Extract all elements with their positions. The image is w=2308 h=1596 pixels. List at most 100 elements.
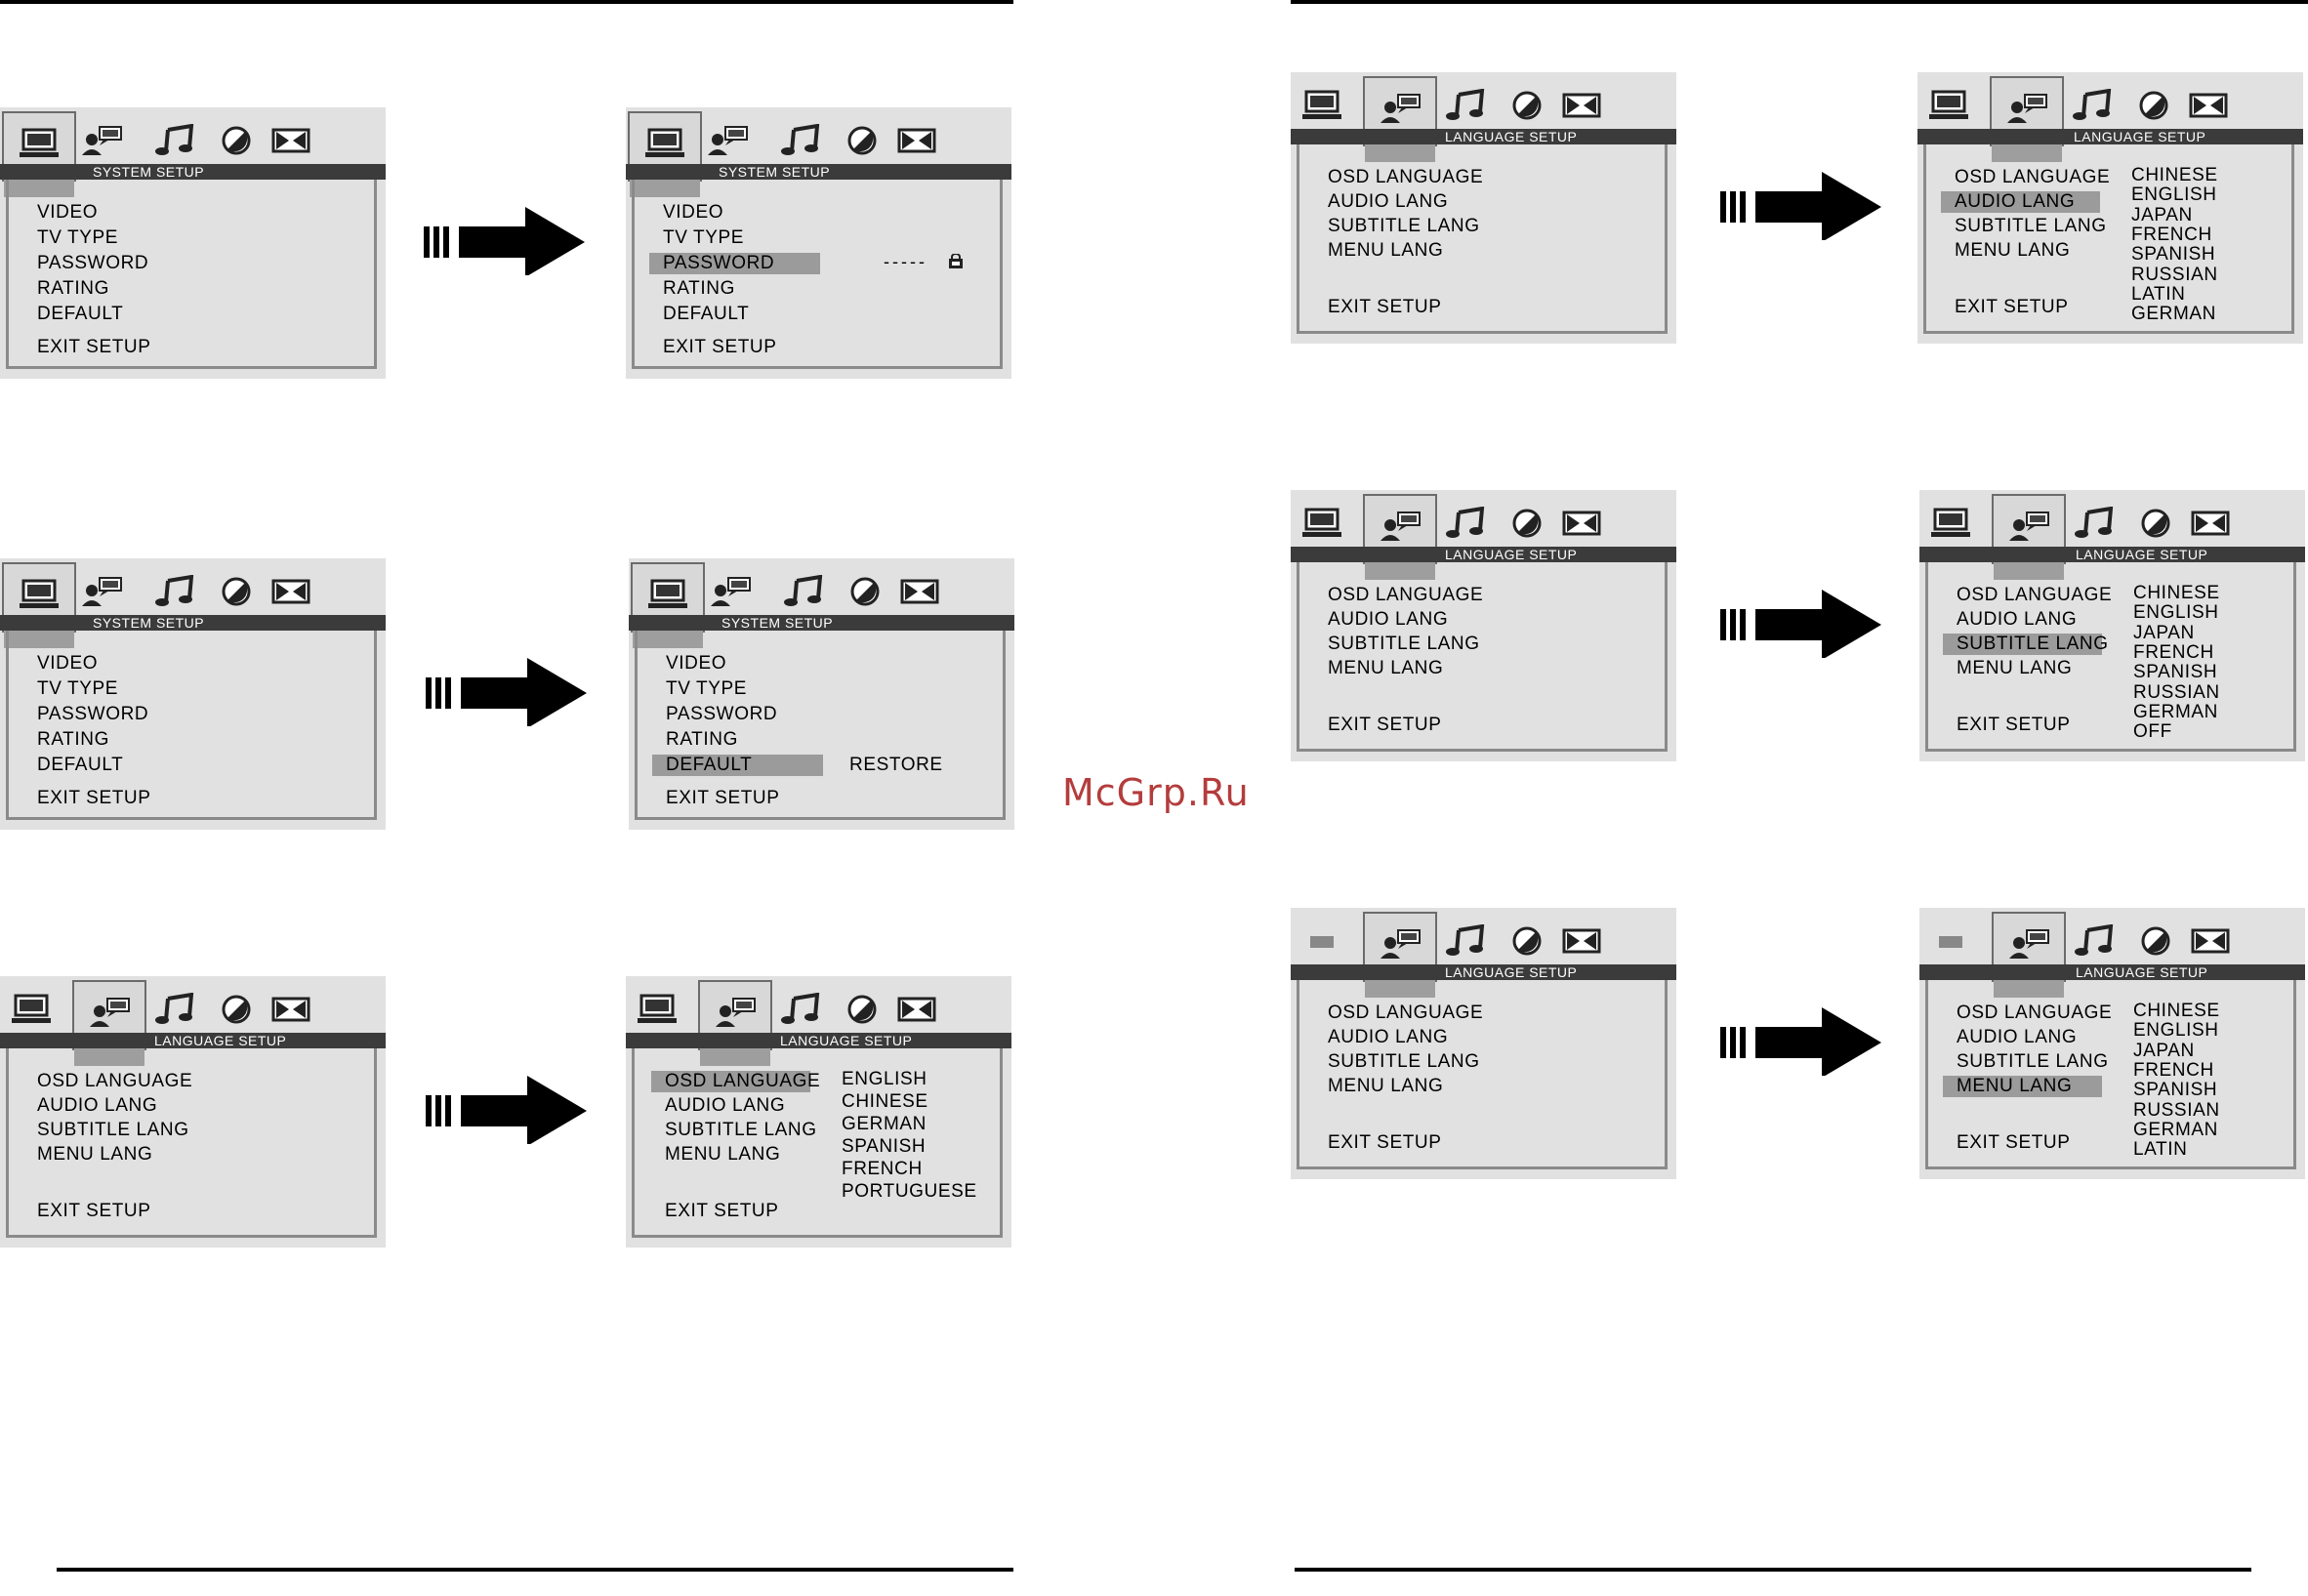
menu-item-osd-language[interactable]: OSD LANGUAGE — [1957, 585, 2113, 605]
menu-item-osd-language[interactable]: OSD LANGUAGE — [665, 1071, 821, 1091]
tab-speaker[interactable] — [262, 982, 320, 1043]
tab-contrast[interactable] — [207, 113, 266, 174]
tab-speaker[interactable] — [1552, 496, 1611, 556]
menu-item-default[interactable]: DEFAULT — [663, 304, 750, 324]
tab-monitor[interactable] — [1921, 914, 1980, 974]
menu-item-default[interactable]: DEFAULT — [37, 304, 124, 324]
option-french[interactable]: FRENCH — [2133, 641, 2214, 663]
option-german[interactable]: GERMAN — [2133, 701, 2218, 722]
menu-item-rating[interactable]: RATING — [37, 729, 109, 750]
tab-contrast[interactable] — [1498, 914, 1556, 974]
tab-speaker[interactable] — [262, 564, 320, 625]
menu-item-audio-lang[interactable]: AUDIO LANG — [1328, 609, 1449, 630]
menu-item-audio-lang[interactable]: AUDIO LANG — [1955, 191, 2076, 212]
menu-item-subtitle-lang[interactable]: SUBTITLE LANG — [1328, 634, 1480, 654]
menu-item-menu-lang[interactable]: MENU LANG — [1957, 658, 2073, 678]
menu-item-exit-setup[interactable]: EXIT SETUP — [37, 1201, 151, 1221]
option-off[interactable]: OFF — [2133, 721, 2172, 743]
tab-monitor[interactable] — [1293, 78, 1351, 139]
menu-item-audio-lang[interactable]: AUDIO LANG — [1328, 1027, 1449, 1047]
option-german[interactable]: GERMAN — [2133, 1119, 2218, 1140]
menu-item-subtitle-lang[interactable]: SUBTITLE LANG — [37, 1120, 189, 1140]
option-german[interactable]: GERMAN — [2131, 304, 2216, 325]
menu-item-subtitle-lang[interactable]: SUBTITLE LANG — [1328, 1051, 1480, 1072]
menu-item-exit-setup[interactable]: EXIT SETUP — [37, 788, 151, 808]
tab-music-note[interactable] — [2064, 78, 2123, 139]
tab-monitor[interactable] — [628, 982, 686, 1043]
menu-item-password[interactable]: PASSWORD — [663, 253, 775, 273]
tab-monitor[interactable] — [1293, 496, 1351, 556]
option-english[interactable]: ENGLISH — [2133, 1020, 2219, 1042]
menu-item-osd-language[interactable]: OSD LANGUAGE — [1328, 585, 1484, 605]
menu-item-osd-language[interactable]: OSD LANGUAGE — [1957, 1003, 2113, 1023]
tab-contrast[interactable] — [207, 982, 266, 1043]
tab-speaker[interactable] — [2181, 496, 2240, 556]
menu-item-osd-language[interactable]: OSD LANGUAGE — [1328, 1003, 1484, 1023]
menu-item-password[interactable]: PASSWORD — [37, 704, 149, 724]
menu-item-osd-language[interactable]: OSD LANGUAGE — [1955, 167, 2111, 187]
menu-item-password[interactable]: PASSWORD — [37, 253, 149, 273]
tab-contrast[interactable] — [207, 564, 266, 625]
menu-item-subtitle-lang[interactable]: SUBTITLE LANG — [1957, 1051, 2109, 1072]
tab-speaker[interactable] — [887, 113, 946, 174]
tab-speaker[interactable] — [890, 564, 949, 625]
option-german[interactable]: GERMAN — [842, 1114, 927, 1134]
option-russian[interactable]: RUSSIAN — [2133, 681, 2220, 703]
option-russian[interactable]: RUSSIAN — [2133, 1099, 2220, 1121]
menu-item-default[interactable]: DEFAULT — [666, 755, 753, 775]
password-field[interactable]: ----- — [884, 252, 927, 271]
menu-item-exit-setup[interactable]: EXIT SETUP — [666, 788, 780, 808]
tab-music-note[interactable] — [775, 564, 834, 625]
menu-item-exit-setup[interactable]: EXIT SETUP — [1328, 1132, 1442, 1153]
menu-item-exit-setup[interactable]: EXIT SETUP — [663, 337, 777, 357]
option-english[interactable]: ENGLISH — [2131, 184, 2217, 206]
tab-music-note[interactable] — [146, 982, 205, 1043]
option-english[interactable]: ENGLISH — [2133, 602, 2219, 624]
menu-item-menu-lang[interactable]: MENU LANG — [1328, 1076, 1444, 1096]
tab-monitor[interactable] — [2, 982, 61, 1043]
tab-monitor[interactable] — [1919, 78, 1978, 139]
tab-music-note[interactable] — [1437, 914, 1496, 974]
tab-monitor[interactable] — [1293, 914, 1351, 974]
menu-item-exit-setup[interactable]: EXIT SETUP — [1955, 297, 2069, 317]
menu-item-menu-lang[interactable]: MENU LANG — [1957, 1076, 2073, 1096]
menu-item-tv-type[interactable]: TV TYPE — [666, 678, 748, 699]
tab-music-note[interactable] — [1437, 496, 1496, 556]
menu-item-audio-lang[interactable]: AUDIO LANG — [1957, 609, 2078, 630]
tab-speaker[interactable] — [887, 982, 946, 1043]
menu-item-menu-lang[interactable]: MENU LANG — [37, 1144, 153, 1165]
menu-item-tv-type[interactable]: TV TYPE — [37, 678, 119, 699]
tab-user-chat[interactable] — [72, 564, 131, 625]
menu-item-subtitle-lang[interactable]: SUBTITLE LANG — [1957, 634, 2109, 654]
tab-user-chat[interactable] — [701, 564, 760, 625]
option-chinese[interactable]: CHINESE — [842, 1091, 928, 1112]
tab-contrast[interactable] — [1498, 496, 1556, 556]
tab-music-note[interactable] — [146, 113, 205, 174]
menu-item-video[interactable]: VIDEO — [663, 202, 724, 223]
option-russian[interactable]: RUSSIAN — [2131, 264, 2218, 285]
option-spanish[interactable]: SPANISH — [842, 1136, 927, 1157]
option-french[interactable]: FRENCH — [842, 1159, 923, 1179]
tab-music-note[interactable] — [146, 564, 205, 625]
tab-contrast[interactable] — [833, 113, 891, 174]
menu-item-subtitle-lang[interactable]: SUBTITLE LANG — [665, 1120, 817, 1140]
menu-item-subtitle-lang[interactable]: SUBTITLE LANG — [1955, 216, 2107, 236]
tab-music-note[interactable] — [2066, 496, 2124, 556]
menu-item-audio-lang[interactable]: AUDIO LANG — [37, 1095, 158, 1116]
menu-item-video[interactable]: VIDEO — [666, 653, 727, 674]
menu-item-exit-setup[interactable]: EXIT SETUP — [665, 1201, 779, 1221]
tab-music-note[interactable] — [1437, 78, 1496, 139]
restore-option[interactable]: RESTORE — [849, 755, 943, 775]
option-french[interactable]: FRENCH — [2133, 1059, 2214, 1081]
menu-item-rating[interactable]: RATING — [37, 278, 109, 299]
tab-contrast[interactable] — [1498, 78, 1556, 139]
option-chinese[interactable]: CHINESE — [2133, 1001, 2220, 1021]
tab-user-chat[interactable] — [72, 113, 131, 174]
menu-item-menu-lang[interactable]: MENU LANG — [1328, 658, 1444, 678]
tab-speaker[interactable] — [1552, 914, 1611, 974]
option-latin[interactable]: LATIN — [2131, 283, 2186, 305]
option-spanish[interactable]: SPANISH — [2133, 1080, 2218, 1101]
tab-music-note[interactable] — [772, 982, 831, 1043]
menu-item-tv-type[interactable]: TV TYPE — [37, 227, 119, 248]
tab-contrast[interactable] — [836, 564, 894, 625]
